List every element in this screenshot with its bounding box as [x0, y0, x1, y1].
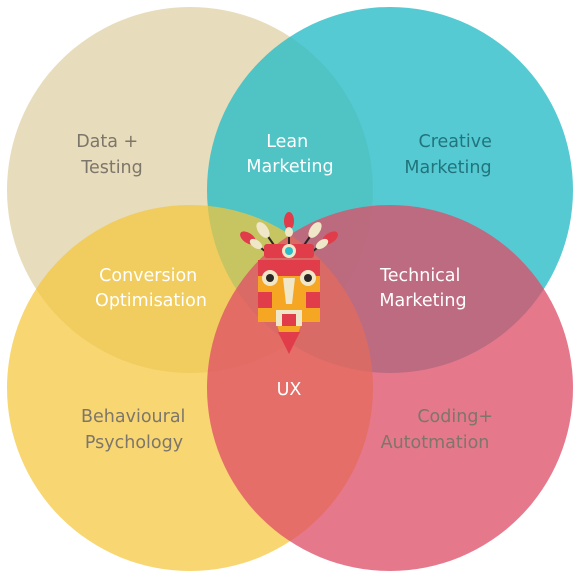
label-behavioural-psychology: Behavioural Psychology: [81, 407, 191, 453]
label-creative-marketing: Creative Marketing: [404, 132, 497, 178]
label-lean-marketing: Lean Marketing: [246, 132, 333, 177]
label-coding-automation: Coding+ Autotmation: [381, 407, 499, 453]
circle-coding-automation: [207, 205, 573, 571]
label-technical-marketing: Technical Marketing: [379, 266, 467, 311]
label-data-testing: Data + Testing: [76, 132, 144, 178]
label-conversion-optimisation: Conversion Optimisation: [95, 266, 207, 311]
label-ux: UX: [277, 380, 302, 400]
tribal-mask-icon: [240, 212, 338, 354]
